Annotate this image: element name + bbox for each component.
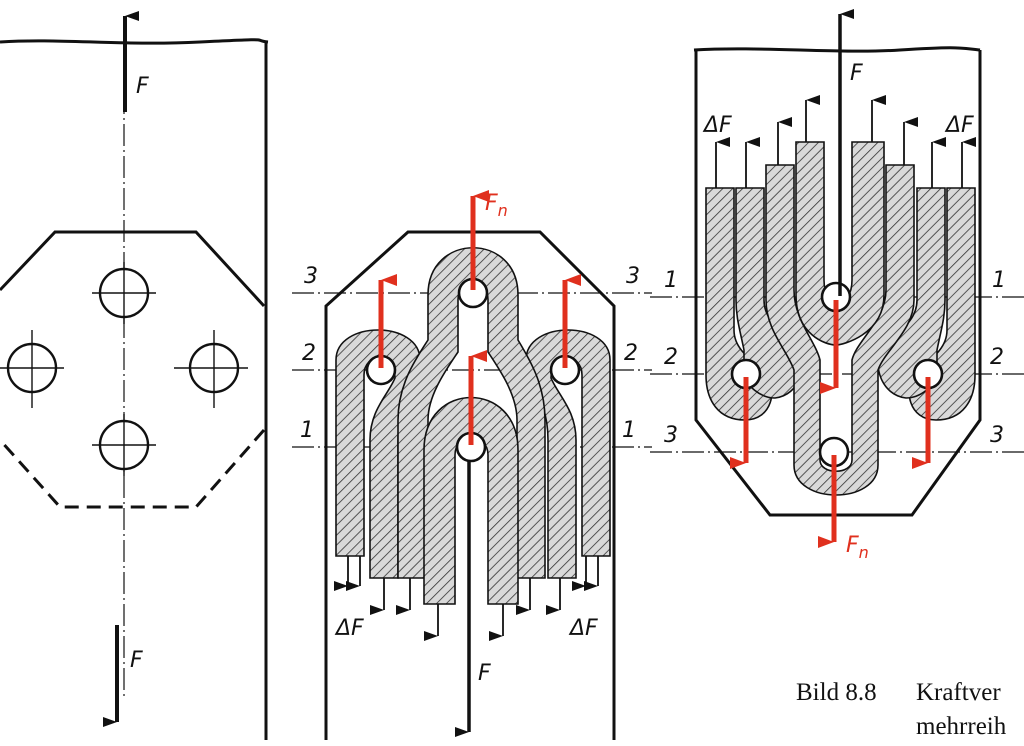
- left-panel: F F: [0, 11, 269, 740]
- middle-force-label-bottom: F: [478, 661, 491, 686]
- right-section-label-right-1: 1: [992, 268, 1006, 293]
- middle-panel: Fn F ΔF ΔF 3 2 1 3 2 1: [292, 190, 652, 740]
- right-fn-label: Fn: [846, 533, 869, 562]
- right-delta-label-left: ΔF: [702, 113, 732, 138]
- right-strip-bottom-loop: [765, 164, 915, 496]
- middle-delta-label-left: ΔF: [334, 616, 364, 641]
- right-panel: F ΔF ΔF Fn 1 2 3 1 2 3: [650, 9, 1024, 562]
- middle-fn-label: Fn: [485, 191, 508, 220]
- middle-delta-label-right: ΔF: [568, 616, 598, 641]
- right-strips: [705, 141, 976, 496]
- caption-label: Bild 8.8: [796, 679, 877, 706]
- middle-section-label-left-3: 3: [304, 264, 318, 289]
- left-hole-right: [174, 330, 248, 408]
- right-delta-arrows: [715, 95, 976, 188]
- left-force-label-bottom: F: [130, 648, 143, 673]
- middle-section-label-right-2: 2: [624, 341, 638, 366]
- left-plate-top-edge: [0, 38, 269, 45]
- middle-section-label-right-3: 3: [626, 264, 640, 289]
- left-gusset-top: [0, 230, 266, 308]
- left-hole-top: [92, 262, 156, 324]
- right-gusset-outline: [694, 50, 982, 517]
- middle-section-label-left-2: 2: [302, 341, 316, 366]
- right-section-label-left-1: 1: [664, 268, 678, 293]
- right-strip-outer-right: [908, 187, 976, 421]
- right-section-label-right-3: 3: [990, 423, 1004, 448]
- caption-line-1: Kraftver: [916, 679, 1001, 706]
- middle-section-label-right-1: 1: [622, 418, 636, 443]
- left-gusset-bottom-hidden: [0, 429, 266, 509]
- figure-caption: Bild 8.8 Kraftver mehrreih: [796, 679, 1007, 740]
- right-section-label-right-2: 2: [990, 345, 1004, 370]
- middle-section-label-left-1: 1: [300, 418, 314, 443]
- left-hole-bottom: [92, 414, 156, 476]
- right-section-label-left-2: 2: [664, 345, 678, 370]
- right-force-label-top: F: [850, 61, 863, 86]
- left-force-label-top: F: [136, 74, 149, 99]
- right-plate-top-edge: [693, 46, 981, 53]
- caption-line-2: mehrreih: [916, 713, 1007, 740]
- middle-strip-top-loop: [397, 247, 546, 579]
- left-hole-left: [0, 330, 64, 408]
- right-delta-label-right: ΔF: [944, 113, 974, 138]
- middle-delta-arrows: [334, 556, 599, 641]
- right-section-label-left-3: 3: [664, 423, 678, 448]
- right-strip-outer-left: [705, 187, 773, 421]
